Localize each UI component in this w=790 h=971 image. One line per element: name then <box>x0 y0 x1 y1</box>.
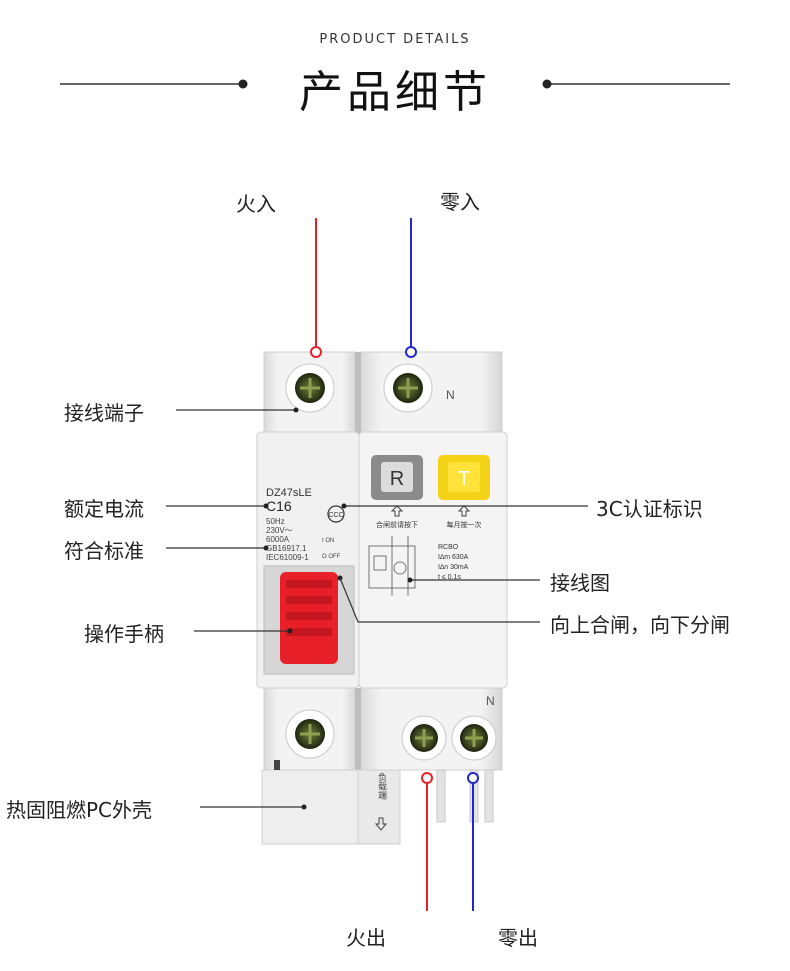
top-left-screw-icon <box>285 363 335 413</box>
reset-arrow-icon <box>390 505 404 517</box>
test-button[interactable]: T <box>438 455 490 500</box>
neutral-in-leader <box>405 217 560 358</box>
neutral-out-label: 零出 <box>498 926 538 950</box>
bottom-mid-screw-icon <box>401 715 447 761</box>
header-rule-left <box>60 79 248 89</box>
spec-line-4: GB16917.1 <box>266 544 307 553</box>
ccc-mark-icon: CCC <box>327 505 345 523</box>
rated-current-callout <box>166 503 269 509</box>
spec-line-5: IEC61009-1 <box>266 553 309 562</box>
neutral-out-leader <box>467 772 620 912</box>
spec-line-3: 6000A <box>266 535 290 544</box>
load-arrow-icon <box>374 817 388 831</box>
section-title: 产品细节 <box>299 67 491 118</box>
terminal-callout <box>176 407 299 413</box>
on-marker: I ON <box>322 538 334 544</box>
svg-text:CCC: CCC <box>328 512 343 519</box>
top-n-marker: N <box>446 388 455 402</box>
ccc-callout <box>341 503 588 509</box>
live-in-leader <box>160 217 322 358</box>
spec-line-2: 230V～ <box>266 526 293 535</box>
type-code-text: RCBO <box>438 544 459 551</box>
bottom-n-marker: N <box>486 694 495 708</box>
time-text: t ≤ 0.1s <box>438 574 461 581</box>
ccc-label: 3C认证标识 <box>596 497 703 521</box>
wiring-label: 接线图 <box>550 571 610 595</box>
housing-label: 热固阻燃PC外壳 <box>6 798 153 822</box>
load-side-text: 负载端 <box>376 771 387 800</box>
rated-current-label: 额定电流 <box>64 497 144 521</box>
rating-text: C16 <box>266 498 292 514</box>
test-arrow-icon <box>457 505 471 517</box>
switching-callout <box>337 575 540 623</box>
in-text: I∆n 30mA <box>438 564 469 571</box>
live-in-label: 火入 <box>236 192 276 216</box>
reset-note: 合闸前请按下 <box>376 520 418 529</box>
top-right-screw-icon <box>383 363 433 413</box>
terminal-label: 接线端子 <box>64 401 144 425</box>
live-out-label: 火出 <box>346 926 386 950</box>
bottom-right-screw-icon <box>451 715 497 761</box>
model-text: DZ47sLE <box>266 487 312 499</box>
handle-label: 操作手柄 <box>84 622 164 646</box>
spec-line-1: 50Hz <box>266 517 285 526</box>
operating-handle[interactable] <box>263 565 355 675</box>
off-marker: O OFF <box>322 554 341 560</box>
reset-button[interactable]: R <box>371 455 423 500</box>
switching-label: 向上合闸，向下分闸 <box>550 613 730 637</box>
housing-callout <box>200 804 307 810</box>
wiring-callout <box>407 577 540 583</box>
standard-label: 符合标准 <box>64 539 144 563</box>
standard-callout <box>166 545 269 551</box>
bottom-left-screw-icon <box>285 709 335 759</box>
neutral-in-label: 零入 <box>440 190 480 214</box>
wiring-diagram-icon <box>368 536 416 596</box>
handle-callout <box>194 628 293 634</box>
test-key-label: T <box>458 468 470 490</box>
header-rule-right <box>542 79 730 89</box>
reset-key-label: R <box>390 468 404 490</box>
im-text: I∆m 630A <box>438 554 469 561</box>
section-subtitle: PRODUCT DETAILS <box>319 32 471 47</box>
test-note: 每月按一次 <box>447 520 482 529</box>
live-out-leader <box>280 772 433 912</box>
